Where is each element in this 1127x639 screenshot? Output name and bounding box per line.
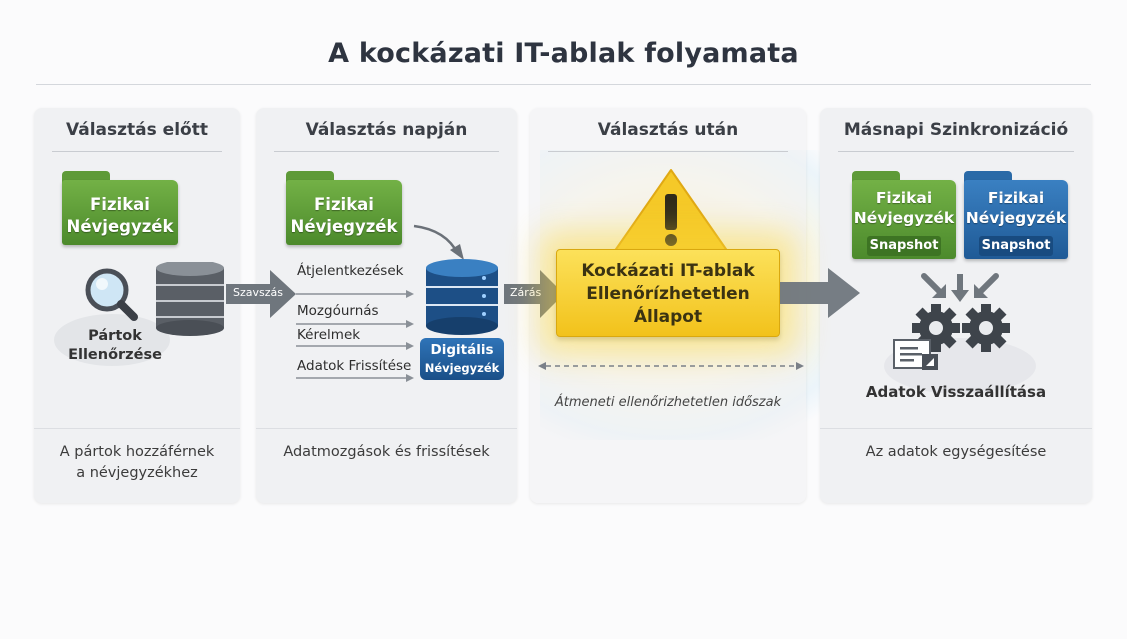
uncontrolled-period-span (538, 362, 804, 370)
panel-divider (548, 151, 788, 152)
flow-label: Mozgóurnás (297, 303, 379, 319)
warning-icon (613, 169, 729, 253)
panel-title: Választás napján (305, 120, 468, 140)
page-title: A kockázati IT-ablak folyamata (328, 38, 799, 69)
gear-icon (962, 304, 1010, 352)
restore-illustration (884, 273, 1036, 394)
panel-footer: Az adatok egységesítése (820, 442, 1092, 463)
panel-footer: A pártok hozzáférnek a névjegyzékhez (34, 442, 240, 484)
folder-label: Fizikai (90, 195, 150, 214)
panel-title: Választás után (597, 120, 739, 140)
folder-label: Névjegyzék (853, 209, 955, 227)
footer-line: Az adatok egységesítése (865, 444, 1047, 460)
flow-label: Átjelentkezések (297, 263, 404, 279)
document-icon (893, 339, 938, 370)
footer-divider (820, 428, 1092, 429)
panel-divider (274, 151, 499, 152)
footer-line: Adatmozgások és frissítések (283, 444, 490, 460)
panel-title: Másnapi Szinkronizáció (843, 120, 1069, 140)
database-icon (426, 259, 498, 335)
folder-label: Névjegyzék (66, 217, 174, 236)
flow-label: Kérelmek (297, 327, 361, 343)
folder-label: Fizikai (987, 189, 1045, 207)
risk-window-state-box: Kockázati IT-ablak Ellenőrízhetetlen Áll… (556, 249, 780, 337)
panel-divider (838, 151, 1074, 152)
warning-line: Ellenőrízhetetlen (586, 284, 750, 304)
snapshot-tag: Snapshot (979, 236, 1053, 256)
title-divider (36, 84, 1091, 85)
database-icon (156, 262, 224, 336)
flow-label: Adatok Frissítése (297, 358, 412, 374)
digital-register-badge: Digitális Névjegyzék (420, 338, 504, 380)
folder-label: Névjegyzék (965, 209, 1067, 227)
arrow-label-szavszas: Szavszás (233, 286, 283, 299)
data-flow-arrows (296, 224, 464, 382)
party-check-illustration (54, 262, 224, 366)
footer-line: Átmeneti ellenőrizhetetlen időszak (554, 395, 782, 410)
arrow-to-election-day (226, 270, 296, 318)
arrow-to-sync (780, 268, 860, 318)
warning-line: Állapot (633, 307, 703, 327)
footer-line: A pártok hozzáférnek (59, 444, 215, 460)
panel-footer: Átmeneti ellenőrizhetetlen időszak (530, 392, 806, 413)
footer-divider (256, 428, 517, 429)
warning-line: Kockázati IT-ablak (581, 261, 755, 281)
panel-footer: Adatmozgások és frissítések (256, 442, 517, 463)
digital-label-line: Névjegyzék (424, 361, 500, 375)
folder-label: Névjegyzék (290, 217, 398, 236)
digital-label-line: Digitális (430, 342, 494, 358)
arrow-to-after-election (504, 270, 564, 318)
party-check-label: Pártok Ellenőrzése (60, 327, 170, 365)
footer-divider (34, 428, 240, 429)
magnifier-icon (85, 268, 138, 321)
check-label-line: Pártok (88, 328, 142, 344)
panel-title: Választás előtt (66, 120, 208, 140)
panel-divider (52, 151, 222, 152)
snapshot-tag: Snapshot (867, 236, 941, 256)
folder-label: Fizikai (314, 195, 374, 214)
folder-label: Fizikai (875, 189, 933, 207)
restore-label: Adatok Visszaállítása (865, 383, 1047, 401)
check-label-line: Ellenőrzése (68, 347, 162, 363)
footer-line: a névjegyzékhez (76, 465, 198, 481)
arrow-label-zaras: Zárás (510, 286, 542, 299)
